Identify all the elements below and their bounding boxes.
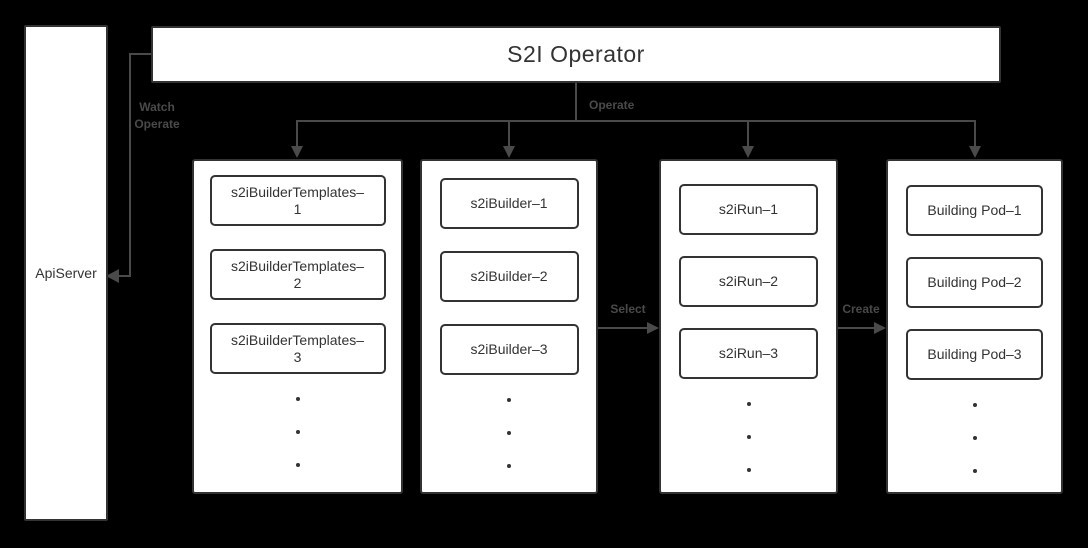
arrowhead-right-icon bbox=[874, 322, 886, 334]
ellipsis-dot bbox=[972, 403, 977, 407]
node-s2ibuildertemplates-2: s2iBuilderTemplates– 2 bbox=[209, 249, 386, 300]
node-s2irun-2: s2iRun–2 bbox=[679, 256, 818, 307]
api-server-label: ApiServer bbox=[35, 265, 97, 281]
group-building-pods: Building Pod–1 Building Pod–2 Building P… bbox=[886, 159, 1063, 494]
ellipsis bbox=[746, 402, 751, 472]
ellipsis-dot bbox=[972, 469, 977, 473]
arrowhead-left-icon bbox=[106, 269, 119, 283]
select-edge-label: Select bbox=[610, 302, 646, 316]
ellipsis bbox=[507, 398, 511, 468]
s2i-operator-node: S2I Operator bbox=[151, 26, 1001, 83]
node-s2ibuilder-2: s2iBuilder–2 bbox=[439, 251, 579, 302]
operate-edge-label: Operate bbox=[589, 98, 635, 112]
ellipsis-dot bbox=[972, 436, 977, 440]
node-building-pod-2: Building Pod–2 bbox=[906, 257, 1043, 308]
node-building-pod-3: Building Pod–3 bbox=[906, 329, 1043, 380]
s2i-operator-label: S2I Operator bbox=[507, 41, 645, 67]
operate-trunk-connector bbox=[296, 83, 976, 148]
arrowhead-down-icon bbox=[291, 146, 303, 158]
ellipsis-dot bbox=[507, 398, 511, 402]
node-s2ibuildertemplates-1: s2iBuilderTemplates– 1 bbox=[209, 175, 386, 226]
arrowhead-down-icon bbox=[969, 146, 981, 158]
ellipsis-dot bbox=[746, 468, 751, 472]
group-s2i-runs: s2iRun–1 s2iRun–2 s2iRun–3 bbox=[659, 159, 838, 494]
node-s2ibuilder-3: s2iBuilder–3 bbox=[439, 324, 579, 375]
ellipsis-dot bbox=[507, 464, 511, 468]
ellipsis-dot bbox=[295, 397, 300, 401]
watch-operate-edge-label: Watch Operate bbox=[134, 100, 180, 131]
group-s2i-builder-templates: s2iBuilderTemplates– 1 s2iBuilderTemplat… bbox=[192, 159, 403, 494]
ellipsis-dot bbox=[746, 402, 751, 406]
ellipsis-dot bbox=[507, 431, 511, 435]
create-edge-label: Create bbox=[842, 302, 880, 316]
node-s2irun-3: s2iRun–3 bbox=[679, 328, 818, 379]
group-s2i-builders: s2iBuilder–1 s2iBuilder–2 s2iBuilder–3 bbox=[420, 159, 598, 494]
arrowhead-down-icon bbox=[503, 146, 515, 158]
node-building-pod-1: Building Pod–1 bbox=[906, 185, 1043, 236]
api-server-node: ApiServer bbox=[24, 25, 108, 521]
node-s2ibuildertemplates-3: s2iBuilderTemplates– 3 bbox=[209, 323, 386, 374]
watch-operate-connector bbox=[117, 53, 151, 277]
ellipsis-dot bbox=[295, 463, 300, 467]
ellipsis bbox=[972, 403, 977, 473]
ellipsis-dot bbox=[746, 435, 751, 439]
node-s2ibuilder-1: s2iBuilder–1 bbox=[439, 178, 579, 229]
ellipsis bbox=[295, 397, 300, 467]
arrowhead-down-icon bbox=[742, 146, 754, 158]
ellipsis-dot bbox=[295, 430, 300, 434]
node-s2irun-1: s2iRun–1 bbox=[679, 184, 818, 235]
arrowhead-right-icon bbox=[647, 322, 659, 334]
